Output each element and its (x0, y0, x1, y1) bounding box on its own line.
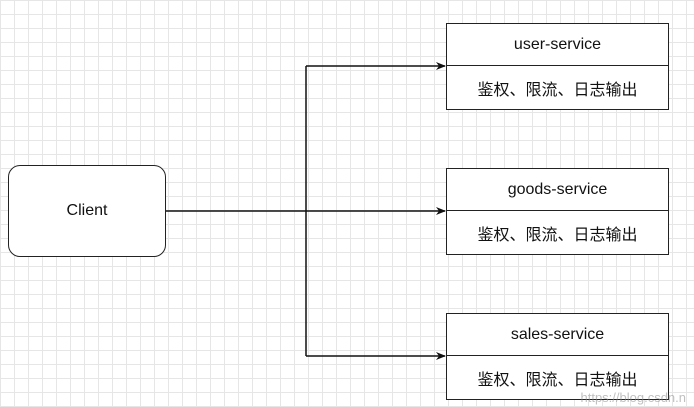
goods-service-node: goods-service 鉴权、限流、日志输出 (446, 168, 669, 255)
service-name: goods-service (447, 169, 668, 211)
sales-service-node: sales-service 鉴权、限流、日志输出 (446, 313, 669, 400)
service-features: 鉴权、限流、日志输出 (477, 369, 638, 389)
user-service-node: user-service 鉴权、限流、日志输出 (446, 23, 669, 110)
client-node: Client (8, 165, 166, 257)
service-features: 鉴权、限流、日志输出 (477, 224, 638, 244)
service-features: 鉴权、限流、日志输出 (477, 79, 638, 99)
service-name: user-service (447, 24, 668, 66)
watermark: https://blog.csdn.n (580, 390, 686, 405)
client-label: Client (66, 202, 108, 219)
service-name: sales-service (447, 314, 668, 356)
